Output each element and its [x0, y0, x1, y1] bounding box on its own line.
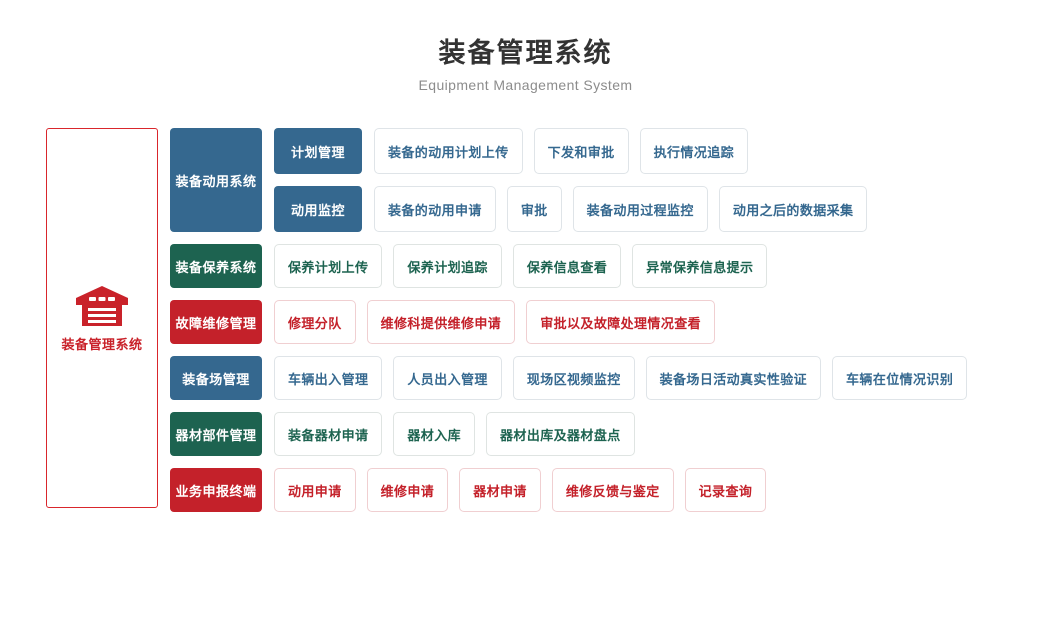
category-box-equipment-yard[interactable]: 装备场管理 — [170, 356, 262, 400]
architecture-diagram: 装备动用系统 计划管理 装备的动用计划上传 下发和审批 执行情况追踪 动用监控 … — [170, 128, 1040, 512]
system-row-business-declaration: 业务申报终端 动用申请 维修申请 器材申请 维修反馈与鉴定 记录查询 — [170, 468, 1040, 512]
leaf-item[interactable]: 器材申请 — [459, 468, 541, 512]
leaf-item[interactable]: 人员出入管理 — [393, 356, 502, 400]
system-row-parts-management: 器材部件管理 装备器材申请 器材入库 器材出库及器材盘点 — [170, 412, 1040, 456]
page-header: 装备管理系统 Equipment Management System — [0, 36, 1051, 96]
leaf-item[interactable]: 车辆出入管理 — [274, 356, 383, 400]
leaf-item[interactable]: 执行情况追踪 — [639, 128, 749, 174]
leaf-row-business-declaration: 动用申请 维修申请 器材申请 维修反馈与鉴定 记录查询 — [274, 468, 1040, 512]
subgroup-plan-management: 计划管理 装备的动用计划上传 下发和审批 执行情况追踪 — [274, 128, 1040, 174]
subgroup-stack-equipment-dispatch: 计划管理 装备的动用计划上传 下发和审批 执行情况追踪 动用监控 装备的动用申请… — [274, 128, 1040, 232]
leaf-item[interactable]: 器材入库 — [393, 412, 476, 456]
category-box-equipment-maintenance[interactable]: 装备保养系统 — [170, 244, 262, 288]
leaf-item[interactable]: 记录查询 — [684, 468, 767, 512]
category-box-fault-repair[interactable]: 故障维修管理 — [170, 300, 262, 344]
subgroup-dispatch-monitoring: 动用监控 装备的动用申请 审批 装备动用过程监控 动用之后的数据采集 — [274, 186, 1040, 232]
leaf-item[interactable]: 装备动用过程监控 — [572, 186, 708, 232]
leaf-item[interactable]: 保养计划上传 — [274, 244, 383, 288]
system-overview-panel[interactable]: 装备管理系统 — [46, 128, 158, 508]
leaf-row-parts-management: 装备器材申请 器材入库 器材出库及器材盘点 — [274, 412, 1040, 456]
leaf-item[interactable]: 器材出库及器材盘点 — [486, 412, 635, 456]
category-box-parts-management[interactable]: 器材部件管理 — [170, 412, 262, 456]
system-row-equipment-yard: 装备场管理 车辆出入管理 人员出入管理 现场区视频监控 装备场日活动真实性验证 … — [170, 356, 1040, 400]
system-row-equipment-maintenance: 装备保养系统 保养计划上传 保养计划追踪 保养信息查看 异常保养信息提示 — [170, 244, 1040, 288]
leaf-item[interactable]: 装备器材申请 — [274, 412, 383, 456]
leaf-row-equipment-yard: 车辆出入管理 人员出入管理 现场区视频监控 装备场日活动真实性验证 车辆在位情况… — [274, 356, 1040, 400]
page-subtitle: Equipment Management System — [418, 77, 633, 93]
leaf-item[interactable]: 异常保养信息提示 — [632, 244, 768, 288]
leaf-item[interactable]: 装备的动用计划上传 — [374, 128, 523, 174]
leaf-item[interactable]: 修理分队 — [274, 300, 356, 344]
leaf-row-fault-repair: 修理分队 维修科提供维修申请 审批以及故障处理情况查看 — [274, 300, 1040, 344]
leaf-item[interactable]: 装备的动用申请 — [374, 186, 496, 232]
leaf-item[interactable]: 审批以及故障处理情况查看 — [526, 300, 716, 344]
leaf-item[interactable]: 下发和审批 — [533, 128, 629, 174]
leaf-item[interactable]: 现场区视频监控 — [512, 356, 635, 400]
leaf-row-equipment-maintenance: 保养计划上传 保养计划追踪 保养信息查看 异常保养信息提示 — [274, 244, 1040, 288]
leaf-item[interactable]: 审批 — [506, 186, 562, 232]
system-row-fault-repair: 故障维修管理 修理分队 维修科提供维修申请 审批以及故障处理情况查看 — [170, 300, 1040, 344]
leaf-item[interactable]: 保养计划追踪 — [393, 244, 502, 288]
subcategory-box-plan-management[interactable]: 计划管理 — [274, 128, 362, 174]
page-title: 装备管理系统 — [438, 38, 613, 68]
leaf-item[interactable]: 装备场日活动真实性验证 — [645, 356, 822, 400]
leaf-item[interactable]: 维修申请 — [366, 468, 449, 512]
category-box-equipment-dispatch[interactable]: 装备动用系统 — [170, 128, 262, 232]
warehouse-icon — [74, 284, 130, 328]
leaf-row-dispatch-monitoring: 装备的动用申请 审批 装备动用过程监控 动用之后的数据采集 — [374, 186, 1040, 232]
leaf-item[interactable]: 动用申请 — [274, 468, 356, 512]
leaf-item[interactable]: 维修反馈与鉴定 — [551, 468, 674, 512]
leaf-item[interactable]: 动用之后的数据采集 — [718, 186, 868, 232]
leaf-row-plan-management: 装备的动用计划上传 下发和审批 执行情况追踪 — [374, 128, 1040, 174]
subcategory-box-dispatch-monitoring[interactable]: 动用监控 — [274, 186, 362, 232]
category-box-business-declaration[interactable]: 业务申报终端 — [170, 468, 262, 512]
system-row-equipment-dispatch: 装备动用系统 计划管理 装备的动用计划上传 下发和审批 执行情况追踪 动用监控 … — [170, 128, 1040, 232]
leaf-item[interactable]: 车辆在位情况识别 — [832, 356, 968, 400]
leaf-item[interactable]: 保养信息查看 — [512, 244, 622, 288]
system-overview-label: 装备管理系统 — [61, 336, 143, 352]
leaf-item[interactable]: 维修科提供维修申请 — [366, 300, 516, 344]
